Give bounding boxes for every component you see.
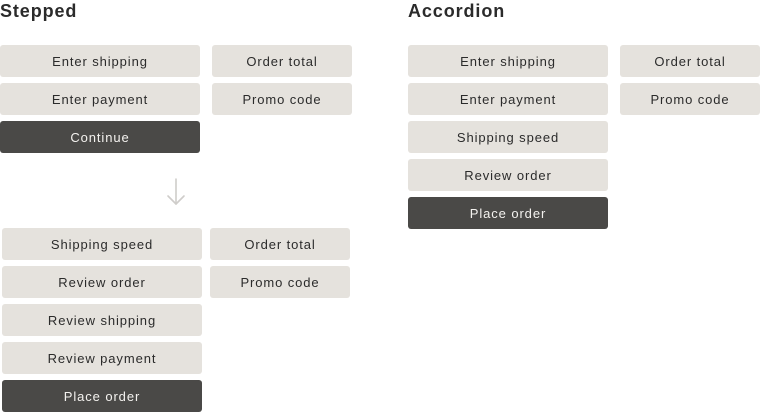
accordion-place-order-button[interactable]: Place order [408,197,608,229]
arrow-down-icon [167,178,185,205]
stepped-step2-review-payment[interactable]: Review payment [2,342,202,374]
accordion-shipping-speed[interactable]: Shipping speed [408,121,608,153]
accordion-enter-payment[interactable]: Enter payment [408,83,608,115]
stepped-step2-place-order-button[interactable]: Place order [2,380,202,412]
stepped-step2-shipping-speed[interactable]: Shipping speed [2,228,202,260]
stepped-step2-review-order[interactable]: Review order [2,266,202,298]
stepped-title: Stepped [0,1,78,21]
stepped-step1-order-total[interactable]: Order total [212,45,352,77]
stepped-step1-enter-shipping[interactable]: Enter shipping [0,45,200,77]
accordion-review-order[interactable]: Review order [408,159,608,191]
stepped-step2-review-shipping[interactable]: Review shipping [2,304,202,336]
stepped-step1-promo-code[interactable]: Promo code [212,83,352,115]
accordion-title: Accordion [408,1,506,21]
stepped-step2-order-total[interactable]: Order total [210,228,350,260]
accordion-promo-code[interactable]: Promo code [620,83,760,115]
accordion-order-total[interactable]: Order total [620,45,760,77]
stepped-step1-continue-button[interactable]: Continue [0,121,200,153]
stepped-step1-enter-payment[interactable]: Enter payment [0,83,200,115]
stepped-step2-promo-code[interactable]: Promo code [210,266,350,298]
accordion-enter-shipping[interactable]: Enter shipping [408,45,608,77]
